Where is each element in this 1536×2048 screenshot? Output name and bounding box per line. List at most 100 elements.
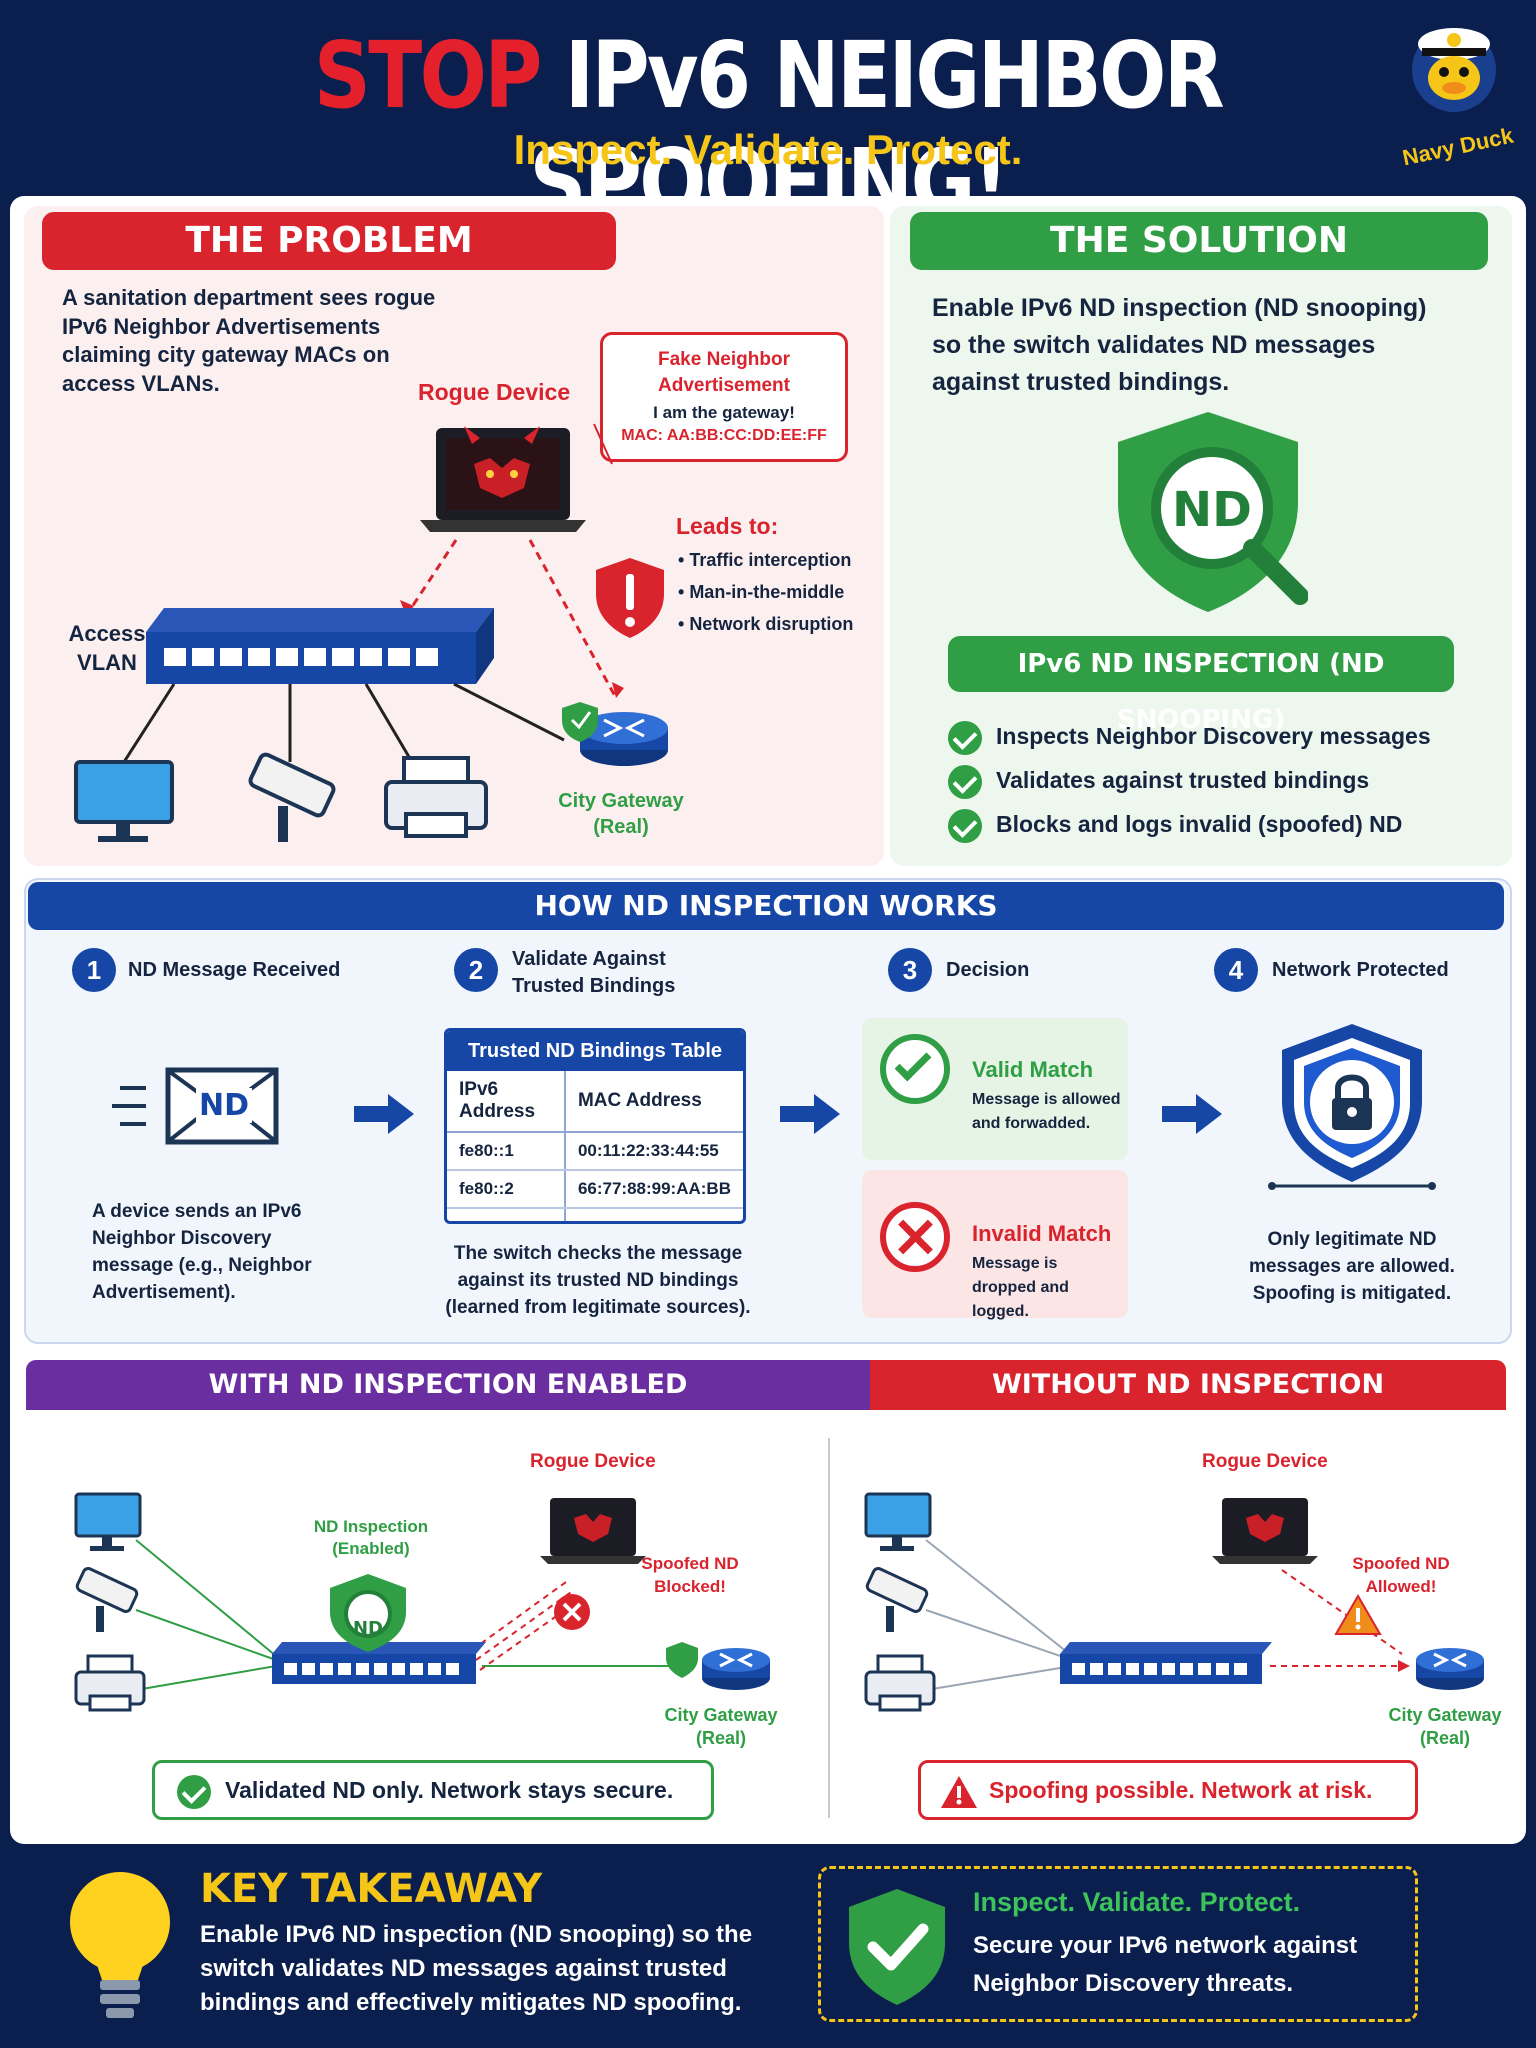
switch-icon	[1060, 1642, 1272, 1684]
printer-icon	[74, 1654, 146, 1712]
warning-shield-icon	[596, 558, 664, 638]
table-row: .......	[447, 1208, 743, 1221]
solution-description: Enable IPv6 ND inspection (ND snooping) …	[932, 294, 1427, 396]
gateway-sub: (Real)	[593, 816, 649, 838]
nd-shield-icon	[330, 1574, 406, 1652]
without-result-box: Spoofing possible. Network at risk.	[918, 1760, 1418, 1820]
table-title: Trusted ND Bindings Table	[447, 1031, 743, 1071]
warning-icon	[941, 1775, 977, 1808]
check-icon	[177, 1774, 211, 1809]
with-shield-text: ND	[352, 1618, 383, 1639]
invalid-x-icon	[880, 1202, 950, 1272]
with-result-box: Validated ND only. Network stays secure.	[152, 1760, 714, 1820]
step-3-title: Decision	[946, 959, 1030, 981]
table-cell: 66:77:88:99:AA:BB	[564, 1170, 743, 1209]
with-result-text: Validated ND only. Network stays secure.	[225, 1777, 674, 1803]
compare-divider	[828, 1438, 830, 1818]
lightbulb-icon	[62, 1870, 178, 2020]
step-1-title: ND Message Received	[128, 959, 341, 981]
table-cell: fe80::2	[447, 1170, 566, 1209]
step-3-number: 3	[888, 948, 932, 992]
without-result-text: Spoofing possible. Network at risk.	[989, 1777, 1373, 1803]
check-icon	[948, 764, 982, 799]
rogue-laptop-icon	[1212, 1498, 1318, 1564]
without-rogue-label: Rogue Device	[1202, 1451, 1328, 1472]
monitor-icon	[74, 1492, 142, 1551]
monitor-icon	[74, 760, 174, 842]
step-4-title: Network Protected	[1272, 959, 1449, 981]
gateway-name: City Gateway	[558, 790, 684, 812]
step-1-desc: A device sends an IPv6 Neighbor Discover…	[92, 1201, 312, 1303]
feature-item-3: Blocks and logs invalid (spoofed) ND	[948, 802, 1431, 846]
warning-triangle-icon	[1334, 1594, 1382, 1635]
check-icon	[948, 720, 982, 755]
leads-list: • Traffic interception • Man-in-the-midd…	[678, 544, 853, 640]
lock-shield-icon	[1262, 1024, 1442, 1200]
valid-match-card: Valid Match Message is allowed and forwa…	[862, 1018, 1128, 1160]
solution-banner: THE SOLUTION	[910, 212, 1488, 270]
without-inspection-banner: WITHOUT ND INSPECTION	[870, 1360, 1506, 1410]
router-icon	[1416, 1648, 1484, 1690]
camera-icon	[248, 752, 336, 842]
with-rogue-label: Rogue Device	[530, 1451, 656, 1472]
table-cell: 00:11:22:33:44:55	[564, 1132, 743, 1171]
lead-item-1: • Traffic interception	[678, 550, 852, 570]
rogue-laptop-icon	[540, 1498, 646, 1564]
feature-list: Inspects Neighbor Discovery messages Val…	[948, 714, 1431, 846]
feature-banner: IPv6 ND INSPECTION (ND SNOOPING)	[948, 636, 1454, 735]
title-stop: STOP	[313, 22, 542, 129]
without-inspection-diagram	[836, 1410, 1516, 1770]
table-header: IPv6 Address	[447, 1071, 566, 1133]
switch-icon	[272, 1642, 486, 1684]
invalid-title: Invalid Match	[972, 1221, 1112, 1246]
leads-to-title: Leads to:	[676, 513, 779, 539]
fake-advertisement-callout: Fake Neighbor Advertisement I am the gat…	[600, 332, 848, 462]
router-icon	[562, 702, 668, 766]
step-4-number: 4	[1214, 948, 1258, 992]
router-icon	[666, 1642, 770, 1690]
how-panel	[24, 878, 1512, 1344]
gateway-label: City Gateway (Real)	[556, 788, 686, 840]
check-icon	[948, 808, 982, 843]
step-2-title: Validate Against Trusted Bindings	[512, 948, 676, 997]
callout-line1: I am the gateway!	[653, 403, 795, 422]
problem-description: A sanitation department sees rogue IPv6 …	[62, 285, 436, 396]
blocked-x-icon	[554, 1594, 590, 1630]
lead-item-2: • Man-in-the-middle	[678, 582, 845, 602]
printer-icon	[384, 756, 488, 838]
rogue-laptop-icon	[420, 426, 586, 532]
camera-icon	[75, 1567, 139, 1632]
takeaway-box-title: Inspect. Validate. Protect.	[973, 1887, 1301, 1917]
table-cell: ...	[447, 1208, 566, 1221]
with-inspection-banner: WITH ND INSPECTION ENABLED	[26, 1360, 870, 1410]
valid-title: Valid Match	[972, 1057, 1094, 1082]
callout-mac: MAC: AA:BB:CC:DD:EE:FF	[621, 427, 827, 444]
problem-diagram	[24, 206, 884, 866]
rogue-device-label: Rogue Device	[418, 379, 571, 405]
arrow-right-icon	[354, 1094, 414, 1134]
invalid-match-card: Invalid Match Message is dropped and log…	[862, 1170, 1128, 1320]
table-cell: fe80::1	[447, 1132, 566, 1171]
lead-item-3: • Network disruption	[678, 614, 854, 634]
envelope-icon: ND	[112, 1066, 282, 1146]
table-cell: ....	[564, 1208, 743, 1221]
with-inspection-diagram	[26, 1410, 826, 1770]
takeaway-text: Enable IPv6 ND inspection (ND snooping) …	[200, 1921, 753, 2016]
takeaway-title: KEY TAKEAWAY	[200, 1866, 543, 1912]
arrow-right-icon	[780, 1094, 840, 1134]
callout-title: Fake Neighbor Advertisement	[658, 349, 790, 396]
shield-check-icon	[847, 1889, 947, 2005]
monitor-icon	[864, 1492, 932, 1551]
camera-icon	[865, 1567, 929, 1632]
feature-item-1: Inspects Neighbor Discovery messages	[948, 714, 1431, 758]
access-vlan-label: Access VLAN	[68, 621, 146, 675]
feature-item-2: Validates against trusted bindings	[948, 758, 1431, 802]
invalid-desc: Message is dropped and logged.	[972, 1255, 1069, 1320]
switch-icon	[146, 608, 494, 684]
table-header: MAC Address	[564, 1071, 743, 1133]
navy-duck-mascot-icon	[1392, 14, 1516, 138]
